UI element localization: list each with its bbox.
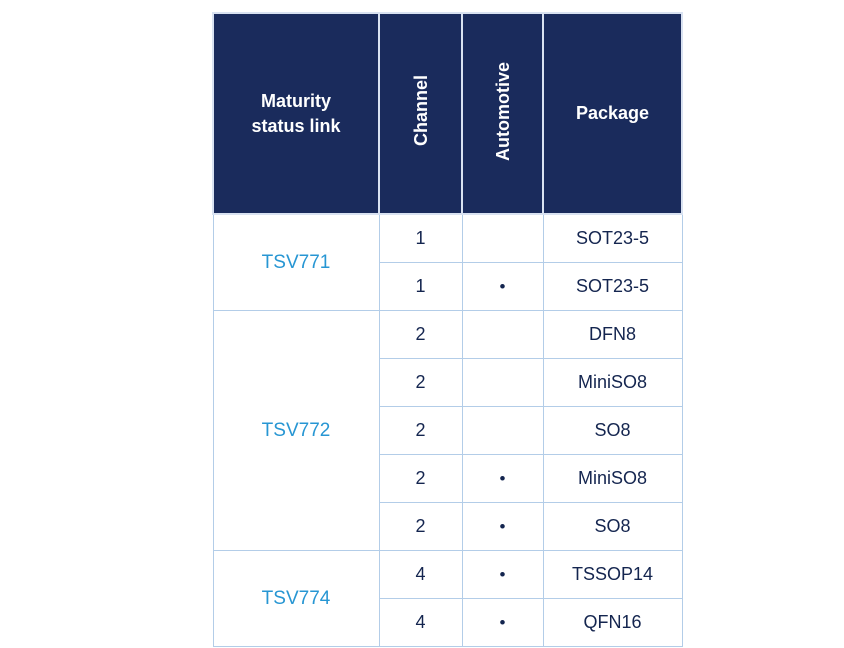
column-header-automotive: Automotive bbox=[461, 12, 544, 215]
package-cell: QFN16 bbox=[542, 598, 683, 647]
channel-cell: 2 bbox=[378, 502, 463, 551]
automotive-cell bbox=[461, 406, 544, 455]
part-link-tsv772[interactable]: TSV772 bbox=[261, 419, 331, 441]
table-row: TSV772 2 DFN8 bbox=[212, 310, 683, 551]
column-header-maturity-status-link: Maturity status link bbox=[212, 12, 380, 215]
channel-cell: 2 bbox=[378, 358, 463, 407]
table-row: 2 • MiniSO8 bbox=[213, 454, 683, 503]
automotive-dot: • bbox=[499, 469, 506, 488]
automotive-cell: • bbox=[461, 598, 544, 647]
channel-cell: 2 bbox=[378, 310, 463, 359]
package-cell: SOT23-5 bbox=[542, 213, 683, 263]
part-link-tsv774[interactable]: TSV774 bbox=[261, 587, 331, 609]
table-row: 2 SO8 bbox=[213, 406, 683, 455]
channel-cell: 1 bbox=[378, 213, 463, 263]
package-cell: DFN8 bbox=[542, 310, 683, 359]
part-link-tsv771[interactable]: TSV771 bbox=[261, 251, 331, 273]
automotive-cell bbox=[461, 310, 544, 359]
package-cell: SO8 bbox=[542, 502, 683, 551]
automotive-cell bbox=[461, 213, 544, 263]
automotive-cell: • bbox=[461, 454, 544, 503]
table-row: TSV774 4 • TSSOP14 bbox=[212, 550, 683, 647]
product-selector: Maturity status link Channel Automotive … bbox=[212, 12, 683, 647]
automotive-cell: • bbox=[461, 502, 544, 551]
channel-cell: 4 bbox=[378, 550, 463, 599]
part-cell-tsv772: TSV772 bbox=[212, 310, 380, 551]
automotive-cell: • bbox=[461, 550, 544, 599]
column-header-label: Package bbox=[575, 103, 650, 123]
table-row: 4 • QFN16 bbox=[213, 598, 683, 647]
automotive-dot: • bbox=[499, 613, 506, 632]
product-table: Maturity status link Channel Automotive … bbox=[212, 12, 683, 647]
channel-cell: 2 bbox=[378, 406, 463, 455]
table-row: 2 MiniSO8 bbox=[213, 358, 683, 407]
header-row: Maturity status link Channel Automotive … bbox=[212, 12, 683, 215]
automotive-dot: • bbox=[499, 517, 506, 536]
channel-cell: 4 bbox=[378, 598, 463, 647]
column-header-label: Automotive bbox=[492, 61, 513, 161]
table-row: 2 • SO8 bbox=[213, 502, 683, 551]
column-header-channel: Channel bbox=[378, 12, 463, 215]
automotive-dot: • bbox=[499, 277, 506, 296]
part-cell-tsv774: TSV774 bbox=[212, 550, 380, 647]
column-header-label: Maturity status link bbox=[251, 91, 341, 136]
column-header-package: Package bbox=[542, 12, 683, 215]
automotive-cell bbox=[461, 358, 544, 407]
channel-cell: 2 bbox=[378, 454, 463, 503]
column-header-label: Channel bbox=[410, 75, 431, 147]
channel-cell: 1 bbox=[378, 262, 463, 311]
part-cell-tsv771: TSV771 bbox=[212, 213, 380, 311]
automotive-dot: • bbox=[499, 565, 506, 584]
package-cell: MiniSO8 bbox=[542, 358, 683, 407]
table-row: TSV771 1 SOT23-5 bbox=[212, 213, 683, 311]
package-cell: TSSOP14 bbox=[542, 550, 683, 599]
automotive-cell: • bbox=[461, 262, 544, 311]
package-cell: MiniSO8 bbox=[542, 454, 683, 503]
package-cell: SO8 bbox=[542, 406, 683, 455]
package-cell: SOT23-5 bbox=[542, 262, 683, 311]
